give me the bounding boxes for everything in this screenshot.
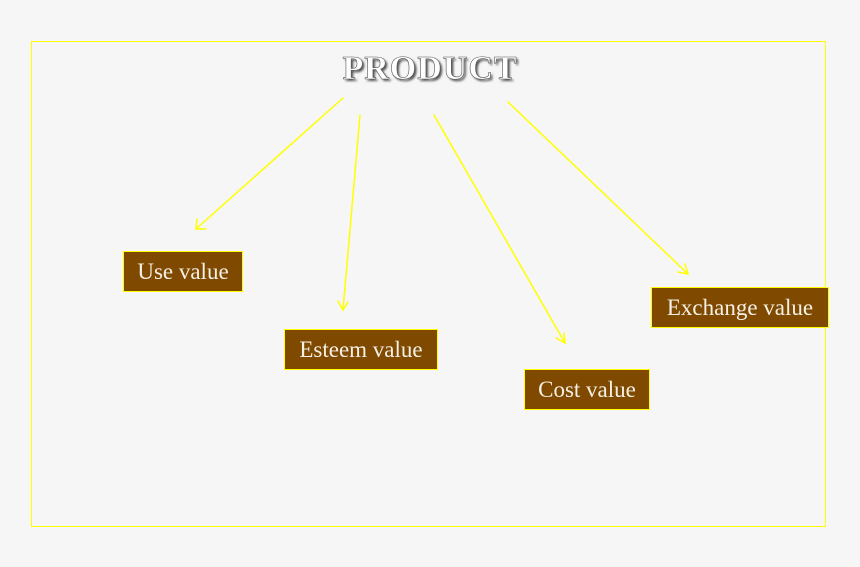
diagram-frame (31, 41, 826, 527)
esteem-value-label: Esteem value (299, 336, 423, 362)
exchange-value-label: Exchange value (666, 294, 814, 320)
arrow-to-use-value (195, 97, 344, 230)
arrow-to-cost-value (433, 114, 566, 345)
cost-value-label: Cost value (538, 376, 636, 402)
arrow-to-exchange-value (507, 101, 690, 275)
use-value-box: Use value (123, 251, 243, 292)
arrow-to-esteem-value (337, 114, 361, 312)
cost-value-box: Cost value (524, 369, 650, 410)
product-title: PRODUCT (342, 50, 518, 88)
exchange-value-box: Exchange value (651, 287, 829, 328)
esteem-value-box: Esteem value (284, 329, 438, 370)
use-value-label: Use value (137, 258, 229, 284)
